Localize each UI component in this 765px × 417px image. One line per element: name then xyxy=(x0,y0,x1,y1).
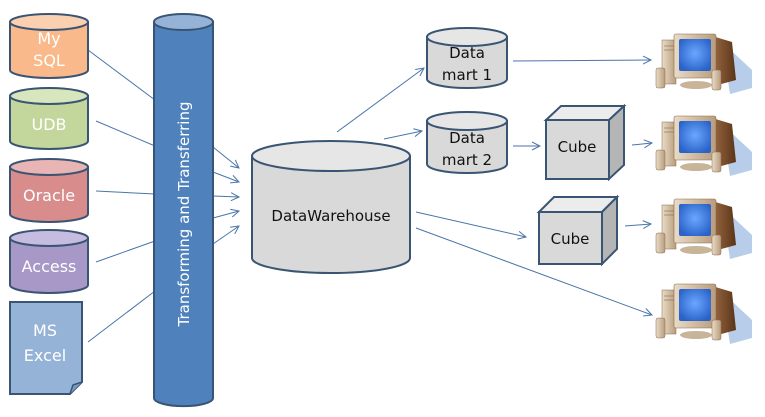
data-mart-2-label-2: mart 2 xyxy=(442,151,492,169)
data-mart-1-label-1: Data xyxy=(449,44,485,62)
source-udb: UDB xyxy=(9,87,89,150)
cube-2-label: Cube xyxy=(551,230,590,248)
source-udb-label: UDB xyxy=(31,115,66,134)
source-access: Access xyxy=(9,229,89,294)
connector-mysql-etl xyxy=(87,49,156,101)
source-excel-label-2: Excel xyxy=(24,346,66,365)
source-excel-label-1: MS xyxy=(33,321,57,340)
client-computers xyxy=(655,33,752,344)
data-mart-2-label-1: Data xyxy=(449,129,485,147)
connector-cube2-client3 xyxy=(624,224,651,226)
cube-1-label: Cube xyxy=(558,138,597,156)
source-oracle: Oracle xyxy=(9,158,89,223)
connector-dw-mart2 xyxy=(383,131,422,140)
data-warehouse: DataWarehouse xyxy=(251,140,411,274)
source-connectors xyxy=(87,49,156,343)
computer-icon xyxy=(655,283,752,344)
source-mysql-label-1: My xyxy=(37,29,60,48)
etl-label: Transforming and Transferring xyxy=(175,102,193,328)
data-mart-2: Data mart 2 xyxy=(426,111,508,174)
connector-etl-dw-3 xyxy=(212,196,239,197)
connector-mart1-client1 xyxy=(512,60,651,61)
source-oracle-label: Oracle xyxy=(23,186,75,205)
computer-icon xyxy=(655,115,752,176)
computer-icon xyxy=(655,33,752,94)
data-mart-1-label-2: mart 1 xyxy=(442,66,492,84)
connector-dw-client4 xyxy=(415,227,652,315)
connector-access-etl xyxy=(95,240,156,263)
connector-etl-dw-1 xyxy=(212,146,239,168)
source-mysql: My SQL xyxy=(9,13,89,79)
connector-excel-etl xyxy=(87,290,156,343)
computer-icon xyxy=(655,198,752,259)
connector-etl-dw-4 xyxy=(212,211,239,219)
etl-connectors xyxy=(212,146,239,245)
data-mart-1: Data mart 1 xyxy=(426,27,508,89)
cube-1: Cube xyxy=(543,103,627,182)
source-ms-excel: MS Excel xyxy=(9,301,83,395)
connector-udb-etl xyxy=(95,120,156,147)
etl-process: Transforming and Transferring xyxy=(153,13,214,408)
data-warehouse-label: DataWarehouse xyxy=(271,207,390,225)
connector-etl-dw-2 xyxy=(212,171,239,182)
source-access-label: Access xyxy=(22,257,77,276)
connector-cube1-client2 xyxy=(631,143,652,145)
cube-2: Cube xyxy=(536,194,620,267)
connector-oracle-etl xyxy=(95,190,156,195)
connector-dw-mart1 xyxy=(336,68,424,133)
connector-etl-dw-5 xyxy=(212,226,239,245)
connector-dw-cube2 xyxy=(415,211,526,237)
source-mysql-label-2: SQL xyxy=(33,51,65,70)
warehouse-connectors xyxy=(336,60,652,315)
